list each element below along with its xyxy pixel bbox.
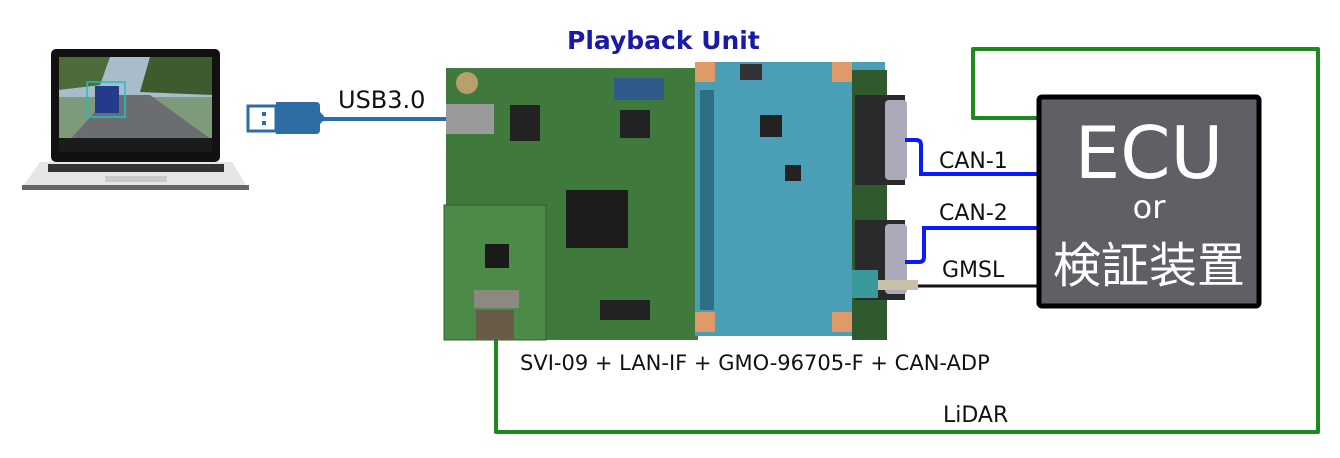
lidar-cable [494, 47, 1320, 434]
usb-label: USB3.0 [338, 86, 425, 114]
can-2-label: CAN-2 [939, 201, 1008, 226]
ecu-box: ECU or 検証装置 [1036, 94, 1262, 309]
can-1-cable [905, 138, 1037, 176]
can-2-cable [905, 226, 1037, 264]
ecu-label: ECU [1075, 111, 1223, 195]
or-label: or [1133, 188, 1167, 226]
lidar-label: LiDAR [943, 403, 1008, 428]
playback-unit-title: Playback Unit [567, 26, 760, 55]
usb-plug-icon [246, 102, 324, 134]
lan-if-board [443, 204, 547, 341]
board-composition-caption: SVI-09 + LAN-IF + GMO-96705-F + CAN-ADP [520, 351, 990, 375]
laptop-icon [22, 49, 249, 190]
gmsl-label: GMSL [942, 258, 1005, 283]
verification-device-label: 検証装置 [1053, 238, 1245, 294]
can-1-label: CAN-1 [939, 149, 1008, 174]
can-adp-board [852, 70, 918, 340]
